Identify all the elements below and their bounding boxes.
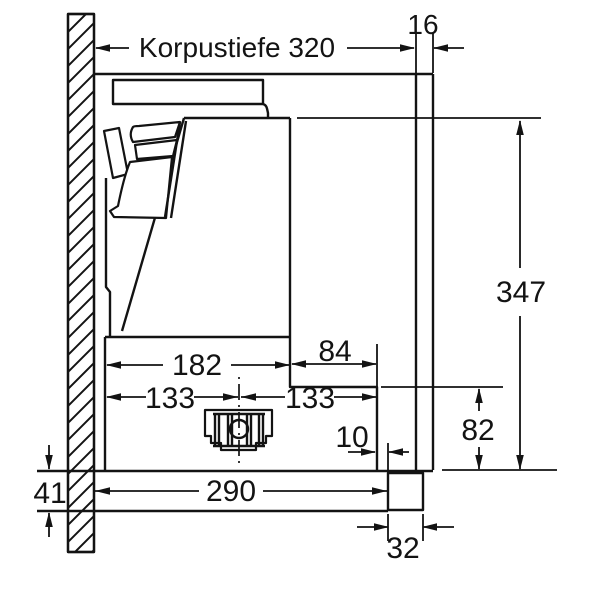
duct-detail: [102, 120, 188, 220]
label-32: 32: [386, 532, 419, 565]
dimension-labels: Korpustiefe 320 16 347 182 84 133 133 10…: [33, 9, 546, 565]
label-347: 347: [496, 276, 546, 309]
arrowhead: [372, 487, 387, 495]
label-10: 10: [335, 421, 368, 454]
mounting-bracket-box: [111, 78, 265, 106]
dimension-lines: [45, 44, 524, 537]
body-rear-edge: [104, 178, 112, 337]
label-133-left: 133: [145, 382, 195, 415]
duct-front-edge-1: [163, 121, 182, 218]
extension-lines: [297, 33, 557, 541]
arrowhead: [475, 388, 483, 403]
duct-slat-1: [129, 120, 182, 144]
arrowhead: [106, 361, 121, 369]
wall-bracket-strip: [102, 126, 130, 180]
wall-hatching: [68, 14, 94, 552]
label-133-right: 133: [285, 382, 335, 415]
cabinet: [94, 72, 435, 470]
arrowhead: [291, 360, 306, 368]
label-84: 84: [318, 335, 351, 368]
arrowhead: [106, 393, 121, 401]
arrowhead: [400, 44, 415, 52]
body-front-edge: [288, 118, 379, 471]
arrowhead: [475, 455, 483, 470]
arrowhead: [374, 523, 389, 531]
label-16: 16: [407, 9, 438, 40]
arrowhead: [362, 393, 377, 401]
duct-boot: [108, 155, 174, 220]
arrowhead: [516, 120, 524, 135]
hood-body: [37, 78, 433, 513]
arrowhead: [362, 360, 377, 368]
wall-section: [66, 12, 96, 554]
wall-outline: [66, 12, 96, 554]
arrowhead: [95, 487, 110, 495]
arrowhead: [223, 393, 238, 401]
bracket-step: [262, 102, 270, 118]
arrowhead: [361, 448, 376, 456]
handle-strip-box: [386, 471, 425, 512]
duct-front-edge-2: [169, 120, 188, 219]
arrowhead: [95, 44, 110, 52]
label-290: 290: [206, 475, 256, 508]
arrowhead: [275, 361, 290, 369]
arrowhead: [45, 512, 53, 527]
arrowhead: [241, 393, 256, 401]
label-82: 82: [461, 414, 494, 447]
outlet-outline: [203, 408, 274, 452]
label-182: 182: [172, 349, 222, 382]
label-41: 41: [33, 477, 66, 510]
label-korpustiefe: Korpustiefe 320: [139, 32, 335, 63]
arrowhead: [433, 44, 448, 52]
arrowhead: [516, 455, 524, 470]
arrowhead: [45, 455, 53, 470]
duct-slat-2: [133, 138, 179, 161]
arrowhead: [388, 448, 403, 456]
blower-outlet: [203, 377, 274, 467]
arrowhead: [422, 523, 437, 531]
